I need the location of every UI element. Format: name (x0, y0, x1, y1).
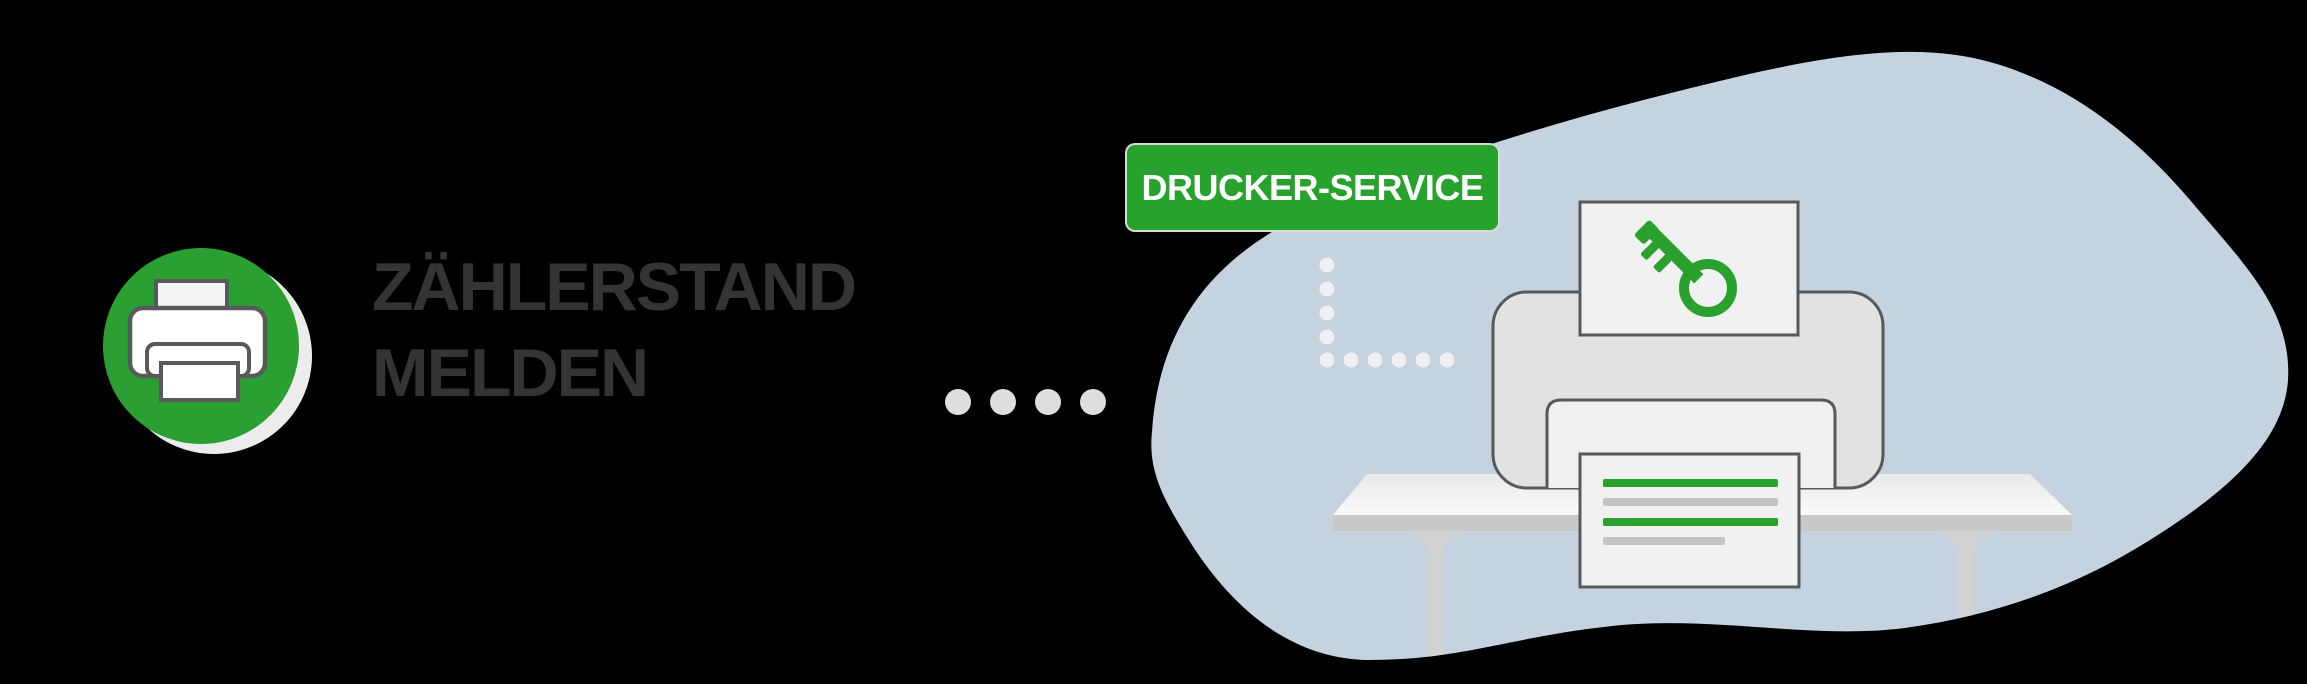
printer-icon (103, 248, 299, 444)
receipt-line-3 (1603, 518, 1778, 526)
key-paper (1578, 200, 1800, 337)
connector-dot (1080, 389, 1106, 415)
table-leg-right (1932, 530, 2000, 661)
page-title-line1: ZÄHLERSTAND (372, 249, 857, 325)
page-title-line2: MELDEN (372, 335, 649, 411)
service-badge: DRUCKER-SERVICE (1127, 145, 1498, 230)
connector-dots (945, 389, 1106, 415)
page-title[interactable]: ZÄHLERSTAND MELDEN (372, 244, 857, 416)
receipt-line-1 (1603, 479, 1778, 487)
corner-dots (1319, 257, 1455, 368)
service-badge-label: DRUCKER-SERVICE (1141, 166, 1484, 208)
receipt-line-4 (1603, 537, 1725, 545)
printer-icon-button[interactable] (103, 248, 299, 444)
connector-dot (1035, 389, 1061, 415)
receipt-line-2 (1603, 498, 1778, 506)
key-icon (1634, 220, 1737, 317)
receipt-paper (1578, 452, 1801, 589)
connector-dot (945, 389, 971, 415)
table-leg-left (1402, 530, 1470, 661)
mini-printer-bottom-paper (159, 361, 240, 402)
connector-dot (990, 389, 1016, 415)
